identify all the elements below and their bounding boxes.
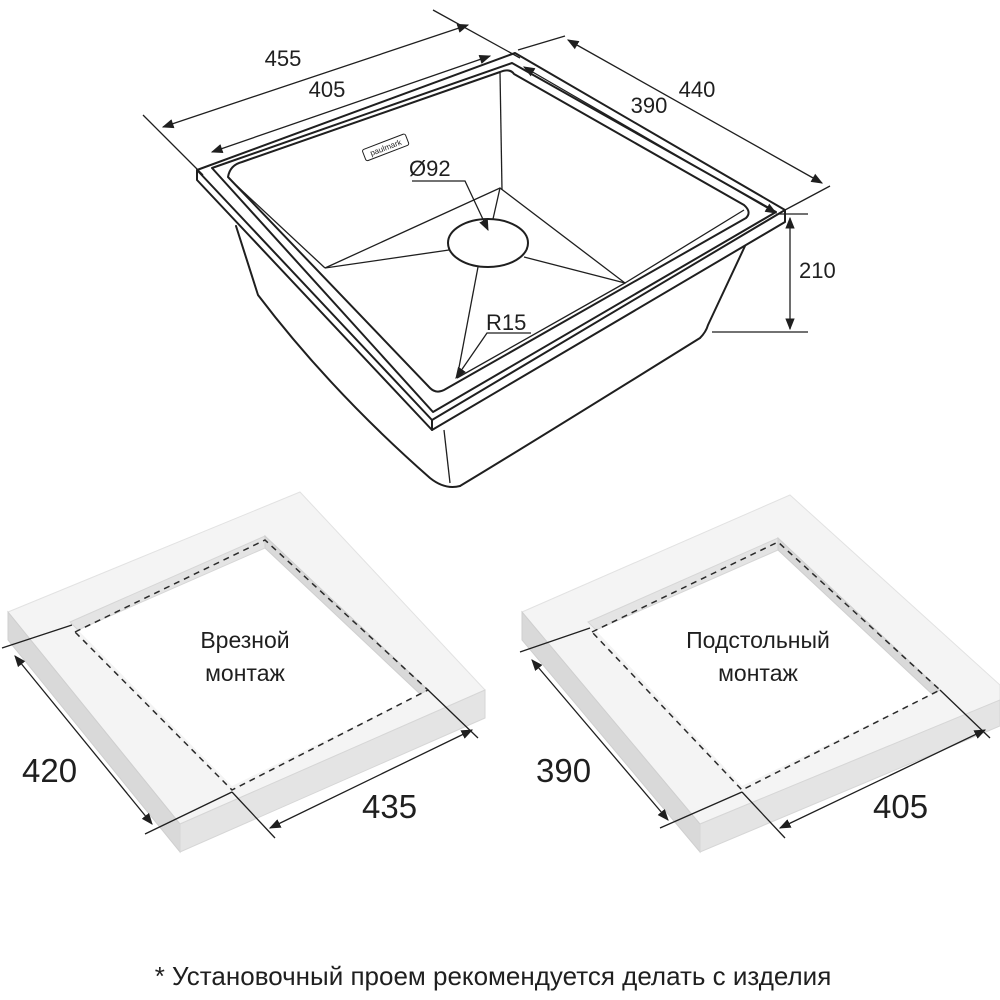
outer-depth-label: 440 [679, 77, 716, 102]
dim-line-outer-depth [566, 39, 824, 184]
sink-body-front [459, 245, 746, 487]
outer-width-label: 455 [265, 46, 302, 71]
inner-width-label: 405 [309, 77, 346, 102]
height-label: 210 [799, 258, 836, 283]
dim-line-dropin-depth [14, 655, 153, 825]
dim-line-dropin-width [268, 729, 474, 829]
cutout-opening [70, 536, 428, 786]
cutout-dashed-outline [590, 541, 942, 791]
undermount-depth-label: 390 [536, 752, 591, 789]
sink-body-left [235, 225, 461, 488]
sink-basin-opening [227, 69, 750, 393]
dropin-label-line2: монтаж [205, 660, 285, 686]
drain-hole [447, 218, 529, 268]
dim-line-undermount-width [778, 729, 987, 829]
drain-diameter-label: Ø92 [409, 156, 451, 181]
undermount-label-line2: монтаж [718, 660, 798, 686]
dim-line-outer-width [161, 23, 470, 129]
installation-footnote: * Установочный проем рекомендуется делат… [155, 961, 832, 991]
sink-rim-edge [196, 169, 786, 431]
undermount-width-label: 405 [873, 788, 928, 825]
sink-drawing: paulmark Ø92 R15 455 405 440 390 210 [142, 9, 836, 488]
dropin-label-line1: Врезной [200, 627, 289, 653]
sink-rim-inner [211, 62, 777, 413]
dim-line-inner-width [210, 55, 492, 153]
brand-plate: paulmark [362, 133, 410, 162]
cutout-opening [588, 538, 940, 786]
inner-depth-label: 390 [631, 93, 668, 118]
dim-line-inner-depth [522, 66, 778, 214]
dropin-width-label: 435 [362, 788, 417, 825]
cutout-drop-in: 420 435 Врезной монтаж [1, 491, 486, 854]
undermount-label-line1: Подстольный [686, 627, 830, 653]
dim-line-undermount-depth [531, 659, 669, 821]
dropin-depth-label: 420 [22, 752, 77, 789]
cutout-undermount: 390 405 Подстольный монтаж [519, 494, 1000, 854]
corner-radius-label: R15 [486, 310, 526, 335]
